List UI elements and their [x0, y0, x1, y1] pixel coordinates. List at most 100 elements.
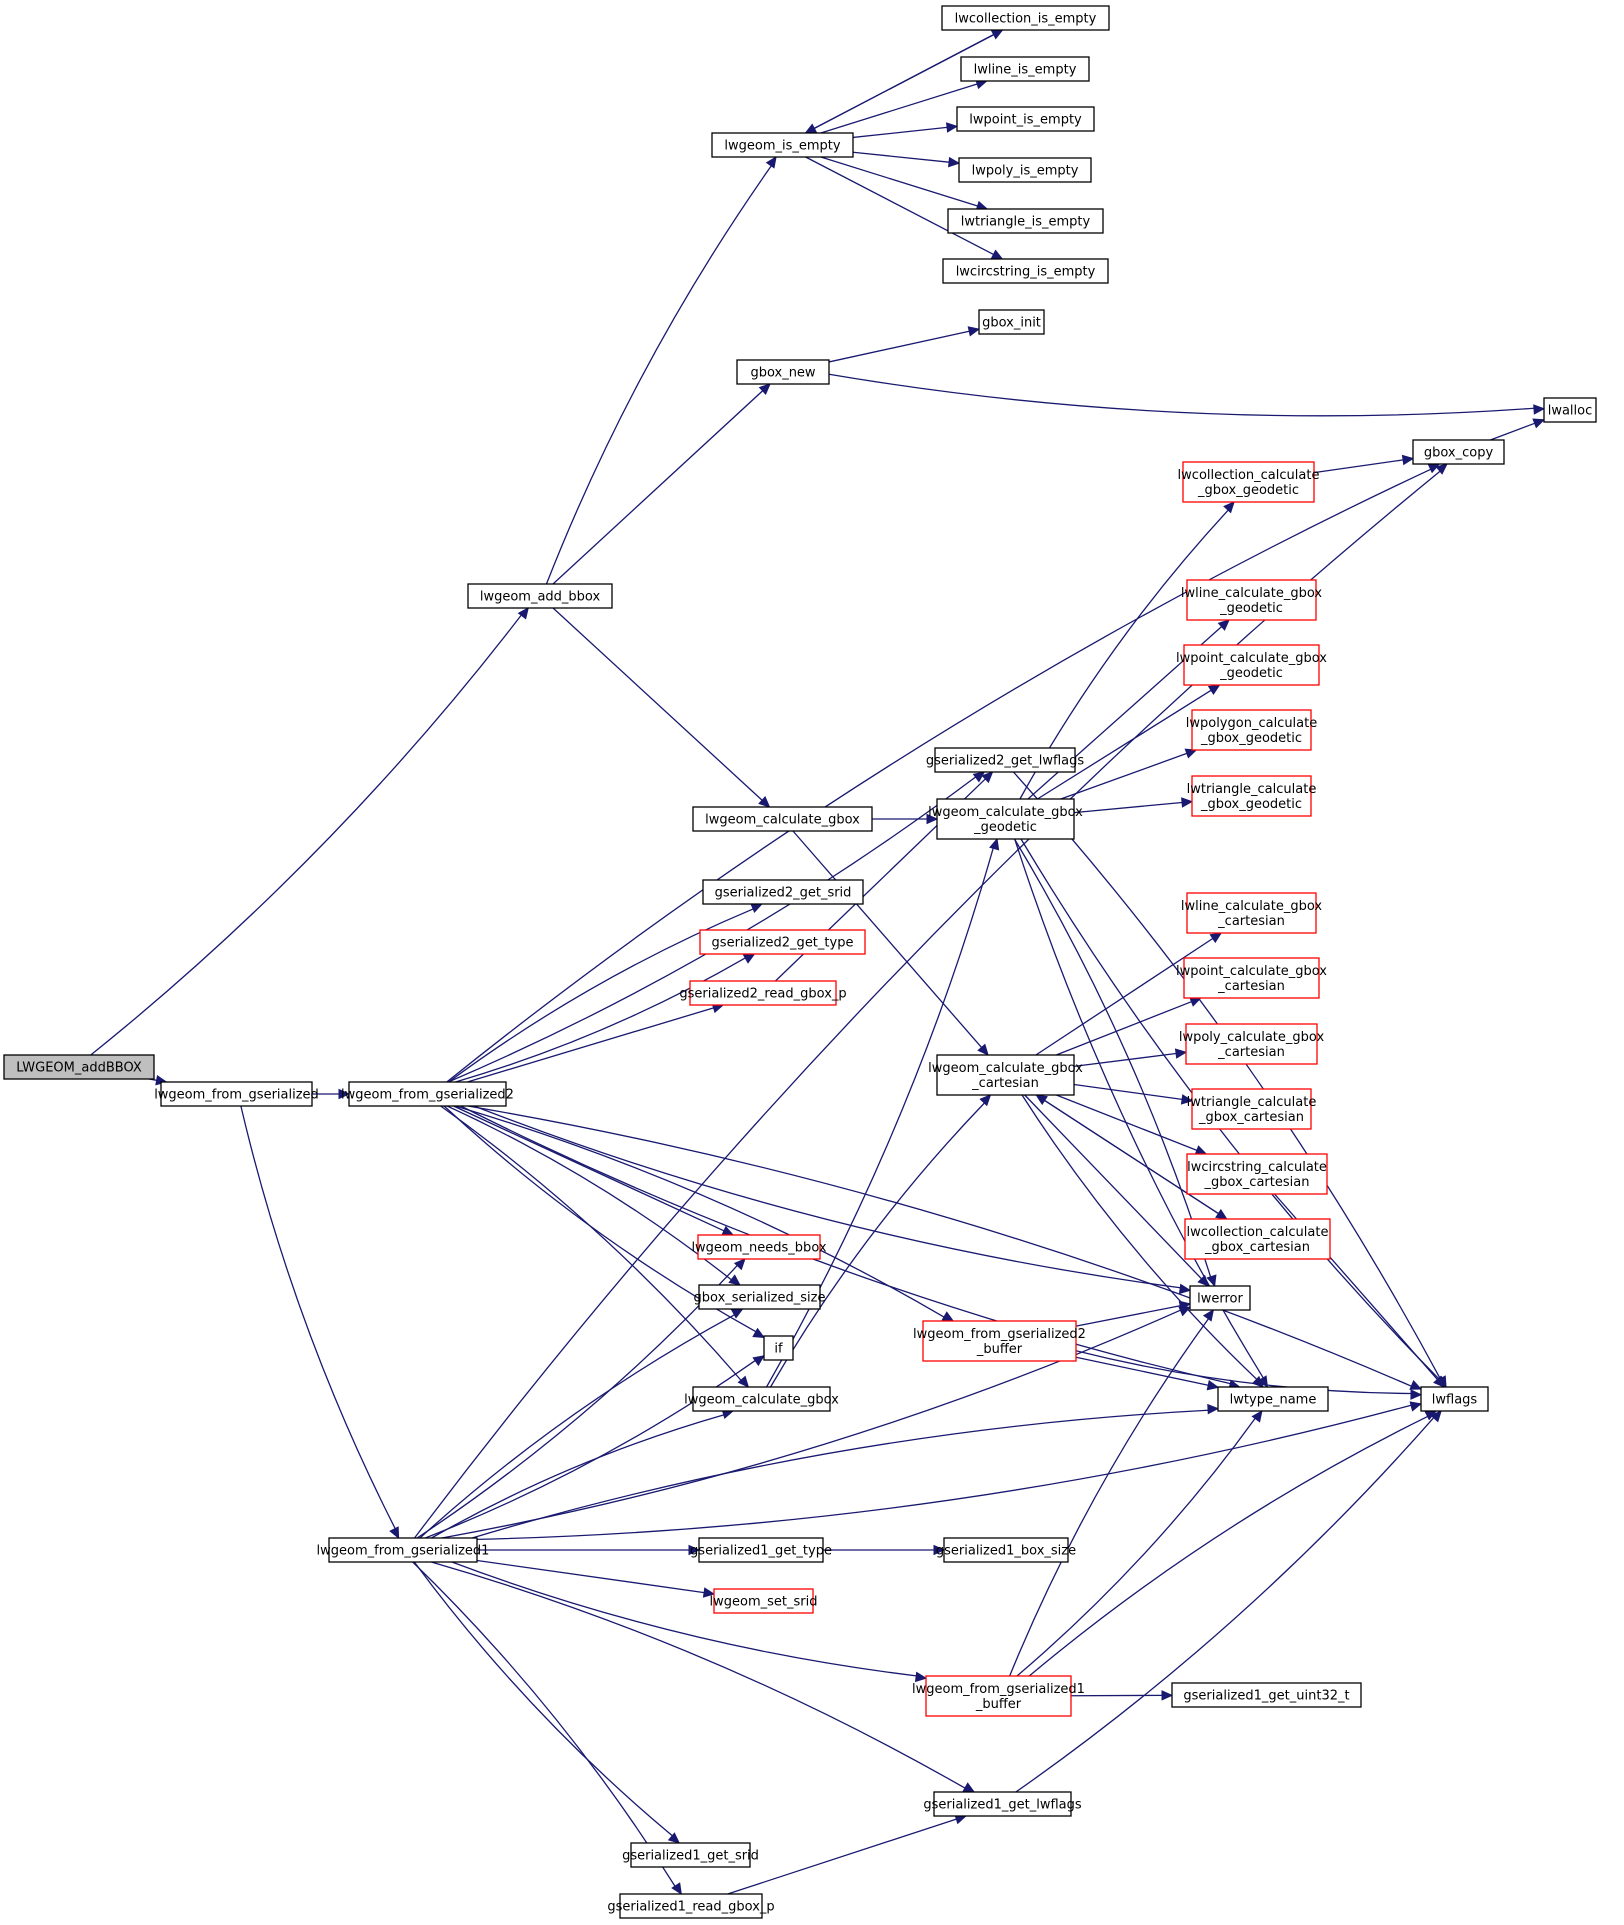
edge-lwgeom_from_gserialized2-to-lwflags	[467, 1105, 1412, 1387]
node-lwcircstring-is-empty[interactable]: lwcircstring_is_empty	[942, 258, 1109, 284]
node-label: lwgeom_needs_bbox	[691, 1241, 826, 1256]
edge-lwgeom_from_gserialized2-to-gserialized2_read_gbox_p	[467, 1007, 714, 1083]
node-lwpoint-is-empty[interactable]: lwpoint_is_empty	[956, 106, 1095, 132]
node-label: _geodetic	[973, 820, 1037, 835]
arrowhead-icon	[752, 1355, 766, 1367]
node-box	[1543, 397, 1597, 423]
node-box	[1217, 1386, 1329, 1412]
node-lwcollection-calculate-gbox-cartesian[interactable]: lwcollection_calculate_gbox_cartesian	[1184, 1218, 1331, 1260]
node-gserialized1-read-gbox-p[interactable]: gserialized1_read_gbox_p	[607, 1893, 775, 1919]
node-gserialized2-get-type[interactable]: gserialized2_get_type	[699, 929, 866, 955]
node-gbox-new[interactable]: gbox_new	[736, 359, 830, 385]
arrowhead-icon	[941, 1311, 955, 1322]
node-gserialized1-get-type[interactable]: gserialized1_get_type	[690, 1537, 832, 1563]
node-gbox-init[interactable]: gbox_init	[978, 309, 1045, 335]
edge-lwgeom_calculate_gbox_a-to-lwgeom_calculate_gbox_cartesian	[792, 830, 983, 1048]
node-label: gbox_new	[750, 366, 815, 381]
node-lwline-calculate-gbox-cartesian[interactable]: lwline_calculate_gbox_cartesian	[1181, 892, 1323, 934]
edge-lwgeom_calculate_gbox_cartesian-to-lwtype_name	[1021, 1094, 1258, 1380]
node-lwpolygon-calculate-gbox-geodetic[interactable]: lwpolygon_calculate_gbox_geodetic	[1186, 709, 1318, 751]
node-lwcollection-is-empty[interactable]: lwcollection_is_empty	[941, 5, 1110, 31]
node-lwgeom-add-bbox[interactable]: lwgeom_add_bbox	[467, 583, 613, 609]
node-lwgeom-calculate-gbox-geodetic[interactable]: lwgeom_calculate_gbox_geodetic	[928, 798, 1083, 840]
node-label: _gbox_geodetic	[1200, 731, 1302, 746]
node-lwgeom-needs-bbox[interactable]: lwgeom_needs_bbox	[691, 1234, 827, 1260]
node-lwpoint-calculate-gbox-geodetic[interactable]: lwpoint_calculate_gbox_geodetic	[1176, 644, 1327, 686]
edge-lwgeom_calculate_gbox_b-to-lwgeom_calculate_gbox_geodetic	[765, 848, 994, 1388]
node-lwcircstring-calculate-gbox-cartesian[interactable]: lwcircstring_calculate_gbox_cartesian	[1186, 1153, 1328, 1195]
node-gserialized1-get-srid[interactable]: gserialized1_get_srid	[622, 1842, 759, 1868]
node-if[interactable]: if	[763, 1335, 794, 1361]
node-lwcollection-calculate-gbox-geodetic[interactable]: lwcollection_calculate_gbox_geodetic	[1178, 461, 1320, 503]
node-lwtriangle-is-empty[interactable]: lwtriangle_is_empty	[947, 208, 1104, 234]
node-lwerror[interactable]: lwerror	[1189, 1285, 1251, 1311]
edge-lwgeom_add_bbox-to-lwgeom_is_empty	[545, 165, 772, 585]
node-gbox-copy[interactable]: gbox_copy	[1412, 439, 1505, 465]
node-label: lwgeom_from_gserialized	[154, 1088, 319, 1103]
node-box	[697, 1234, 821, 1260]
node-lwgeom-from-gserialized1-buffer[interactable]: lwgeom_from_gserialized1_buffer	[912, 1675, 1085, 1717]
node-label: _geodetic	[1219, 601, 1283, 616]
node-gserialized2-read-gbox-p[interactable]: gserialized2_read_gbox_p	[679, 980, 847, 1006]
node-label: lwerror	[1197, 1292, 1243, 1307]
node-lwgeom-calculate-gbox-cartesian[interactable]: lwgeom_calculate_gbox_cartesian	[928, 1054, 1083, 1096]
edge-gserialized1_get_lwflags-to-lwflags	[1015, 1417, 1435, 1793]
arrowhead-icon	[1217, 619, 1230, 631]
arrowhead-icon	[948, 156, 961, 168]
node-lwgeom-addbbox[interactable]: LWGEOM_addBBOX	[3, 1054, 155, 1080]
node-gserialized1-get-lwflags[interactable]: gserialized1_get_lwflags	[923, 1791, 1082, 1817]
arrowhead-icon	[750, 903, 764, 913]
node-label: lwpoint_is_empty	[969, 113, 1082, 128]
node-lwgeom-calculate-gbox-a[interactable]: lwgeom_calculate_gbox	[692, 806, 873, 832]
node-lwgeom-is-empty[interactable]: lwgeom_is_empty	[711, 132, 854, 158]
node-lwgeom-from-gserialized[interactable]: lwgeom_from_gserialized	[154, 1081, 319, 1107]
node-label: lwgeom_from_gserialized2	[341, 1088, 514, 1103]
node-lwgeom-from-gserialized1[interactable]: lwgeom_from_gserialized1	[317, 1537, 490, 1563]
arrowhead-icon	[702, 1587, 716, 1598]
node-lwflags[interactable]: lwflags	[1420, 1386, 1489, 1412]
node-label: lwpoly_is_empty	[972, 164, 1079, 179]
node-box	[1186, 579, 1317, 621]
edge-lwgeom_from_gserialized1-to-gbox_copy	[414, 470, 1441, 1539]
node-lwtriangle-calculate-gbox-geodetic[interactable]: lwtriangle_calculate_gbox_geodetic	[1187, 775, 1317, 817]
node-label: _gbox_cartesian	[1204, 1240, 1310, 1255]
node-lwgeom-calculate-gbox-b[interactable]: lwgeom_calculate_gbox	[684, 1386, 839, 1412]
arrowhead-icon	[981, 771, 994, 784]
arrowhead-icon	[1207, 684, 1221, 696]
arrowhead-icon	[933, 1544, 946, 1556]
arrowhead-icon	[1435, 463, 1448, 475]
node-lwline-calculate-gbox-geodetic[interactable]: lwline_calculate_gbox_geodetic	[1181, 579, 1323, 621]
node-lwpoly-calculate-gbox-cartesian[interactable]: lwpoly_calculate_gbox_cartesian	[1179, 1023, 1325, 1065]
node-lwgeom-from-gserialized2-buffer[interactable]: lwgeom_from_gserialized2_buffer	[913, 1320, 1086, 1362]
node-label: gserialized1_get_uint32_t	[1183, 1689, 1349, 1704]
node-gserialized1-box-size[interactable]: gserialized1_box_size	[936, 1537, 1076, 1563]
node-box	[711, 132, 854, 158]
node-label: lwcircstring_is_empty	[956, 265, 1096, 280]
edge-lwgeom_is_empty-to-lwline_is_empty	[820, 83, 978, 134]
arrowhead-icon	[967, 326, 981, 337]
node-lwtype-name[interactable]: lwtype_name	[1217, 1386, 1329, 1412]
node-box	[943, 1537, 1069, 1563]
node-lwline-is-empty[interactable]: lwline_is_empty	[960, 56, 1090, 82]
node-lwpoint-calculate-gbox-cartesian[interactable]: lwpoint_calculate_gbox_cartesian	[1176, 957, 1327, 999]
node-gserialized2-get-srid[interactable]: gserialized2_get_srid	[702, 879, 864, 905]
edge-lwgeom_from_gserialized2_buffer-to-lwtype_name	[1075, 1356, 1209, 1386]
edge-lwgeom_is_empty-to-lwpoly_is_empty	[852, 151, 950, 163]
node-lwalloc[interactable]: lwalloc	[1543, 397, 1597, 423]
node-label: lwtriangle_is_empty	[961, 215, 1091, 230]
edge-lwgeom_add_bbox-to-gbox_new	[552, 390, 764, 585]
node-gserialized1-get-uint32-t[interactable]: gserialized1_get_uint32_t	[1171, 1682, 1362, 1708]
edge-lwgeom_from_gserialized2-to-gserialized2_get_type	[455, 957, 746, 1083]
arrowhead-icon	[1430, 1410, 1442, 1423]
node-lwgeom-from-gserialized2[interactable]: lwgeom_from_gserialized2	[341, 1081, 514, 1107]
node-lwpoly-is-empty[interactable]: lwpoly_is_empty	[958, 157, 1092, 183]
arrowhead-icon	[1178, 1283, 1192, 1295]
node-lwgeom-set-srid[interactable]: lwgeom_set_srid	[710, 1588, 818, 1614]
node-gserialized2-get-lwflags[interactable]: gserialized2_get_lwflags	[926, 747, 1085, 773]
node-gbox-serialized-size[interactable]: gbox_serialized_size	[694, 1284, 826, 1310]
node-label: gbox_serialized_size	[694, 1291, 826, 1306]
node-lwtriangle-calculate-gbox-cartesian[interactable]: lwtriangle_calculate_gbox_cartesian	[1187, 1088, 1317, 1130]
node-box	[960, 56, 1090, 82]
node-box	[1184, 1218, 1331, 1260]
arrowhead-icon	[972, 771, 986, 783]
